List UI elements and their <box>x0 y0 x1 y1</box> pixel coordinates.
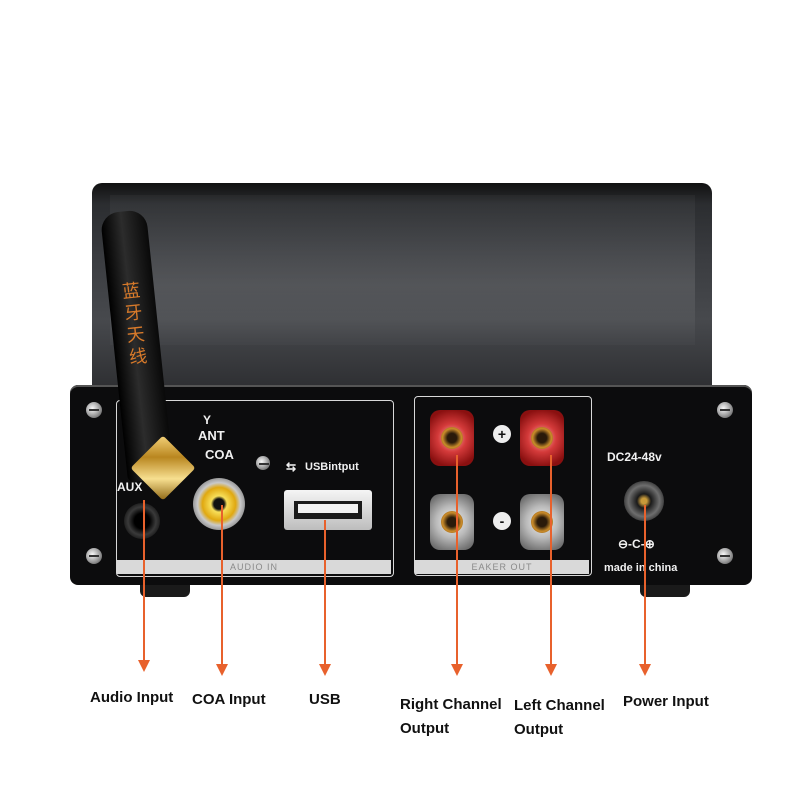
polarity-icon: ⊖-C-⊕ <box>618 537 655 551</box>
rubber-foot-left <box>140 585 190 597</box>
right-channel-plus-terminal[interactable] <box>430 410 474 466</box>
arrow-right-channel <box>456 455 458 665</box>
antenna-text: 蓝牙天线 <box>121 280 149 369</box>
right-channel-minus-terminal[interactable] <box>430 494 474 550</box>
arrow-audio-input <box>143 500 145 660</box>
antenna-text-wrap: 蓝牙天线 <box>119 280 150 370</box>
arrow-coa-input <box>221 505 223 665</box>
minus-sign-icon: - <box>493 512 511 530</box>
usb-port[interactable] <box>284 490 372 530</box>
cover-reflection <box>110 195 695 345</box>
speaker-out-section <box>414 396 592 576</box>
label-usb: USB <box>309 691 341 708</box>
left-channel-plus-terminal[interactable] <box>520 410 564 466</box>
audio-in-strip: AUDIO IN <box>117 560 391 574</box>
audio-in-section <box>116 400 394 577</box>
arrow-head-coa-input <box>216 664 228 676</box>
terminal-hole <box>531 511 553 533</box>
made-in-label: made in china <box>604 562 678 574</box>
aux-jack[interactable] <box>124 503 160 539</box>
screw-bottom-right <box>717 548 733 564</box>
screw-top-right <box>717 402 733 418</box>
screw-top-left <box>86 402 102 418</box>
arrow-head-power-input <box>639 664 651 676</box>
label-right-channel: Right Channel Output <box>400 696 502 737</box>
arrow-left-channel <box>550 455 552 665</box>
speaker-out-strip: EAKER OUT <box>415 560 589 574</box>
amplifier-top-cover <box>92 183 712 393</box>
plus-sign-icon: + <box>493 425 511 443</box>
arrow-head-left-channel <box>545 664 557 676</box>
label-coa-input: COA Input <box>192 691 266 708</box>
label-power-input: Power Input <box>623 693 709 710</box>
usb-label: USBintput <box>305 461 359 473</box>
arrow-head-usb <box>319 664 331 676</box>
label-audio-input: Audio Input <box>90 689 174 706</box>
terminal-hole <box>531 427 553 449</box>
usb-icon: ⇆ <box>286 460 297 474</box>
terminal-hole <box>441 511 463 533</box>
arrow-usb <box>324 520 326 665</box>
ant-label: ANT <box>198 428 225 443</box>
usb-port-tongue <box>298 504 358 513</box>
dc-label: DC24-48v <box>607 450 662 464</box>
coa-label: COA <box>205 447 234 462</box>
arrow-power-input <box>644 505 646 665</box>
terminal-hole <box>441 427 463 449</box>
rubber-foot-right <box>640 585 690 597</box>
antenna-symbol-icon: Y <box>203 413 212 427</box>
ground-screw <box>256 456 270 470</box>
aux-label: AUX <box>117 480 143 494</box>
left-channel-minus-terminal[interactable] <box>520 494 564 550</box>
arrow-head-audio-input <box>138 660 150 672</box>
arrow-head-right-channel <box>451 664 463 676</box>
label-left-channel: Left Channel Output <box>514 697 605 738</box>
coa-jack[interactable] <box>193 478 245 530</box>
screw-bottom-left <box>86 548 102 564</box>
